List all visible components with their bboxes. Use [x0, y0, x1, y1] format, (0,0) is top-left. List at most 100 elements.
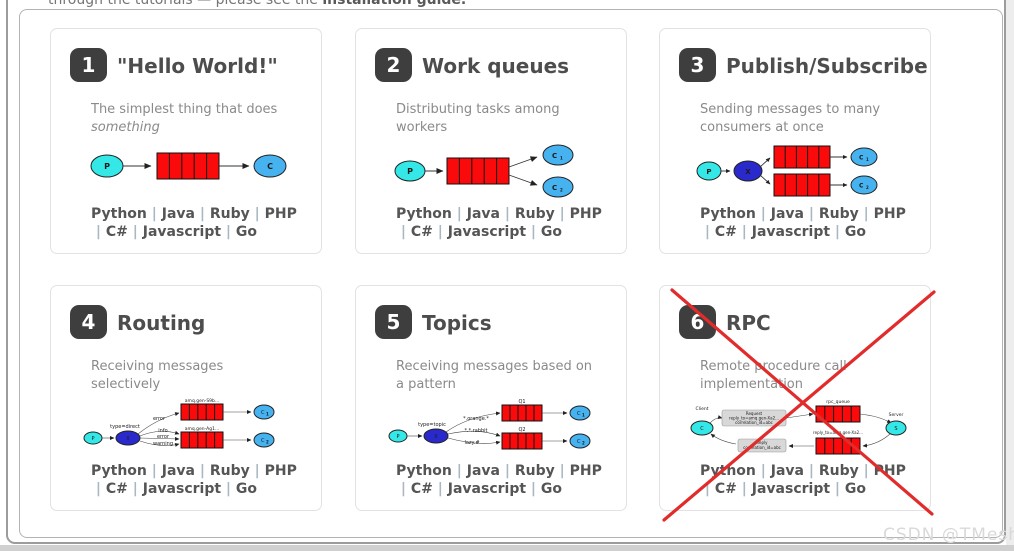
tutorial-number-badge: 5	[375, 305, 412, 339]
consumer-node	[569, 405, 591, 421]
consumer-node	[850, 175, 878, 195]
queue	[446, 157, 510, 185]
language-links: Python | Java | Ruby | PHP | C# | Javasc…	[91, 462, 303, 498]
pipe-separator: |	[700, 481, 715, 497]
lang-link-javascript[interactable]: Javascript	[142, 224, 222, 240]
lang-link-c[interactable]: C#	[410, 481, 433, 497]
lang-link-python[interactable]: Python	[396, 206, 452, 222]
arrow	[785, 412, 814, 419]
lang-link-c[interactable]: C#	[410, 224, 433, 240]
lang-link-c[interactable]: C#	[105, 224, 128, 240]
pipe-separator: |	[830, 224, 845, 240]
binding-key-label: info	[158, 428, 167, 434]
tutorial-number-badge: 1	[70, 48, 107, 82]
lang-link-java[interactable]: Java	[770, 206, 804, 222]
lang-link-php[interactable]: PHP	[264, 463, 297, 479]
pipe-separator: |	[554, 463, 570, 479]
consumer-node	[542, 176, 574, 198]
arrow	[508, 156, 538, 168]
lang-link-python[interactable]: Python	[91, 463, 147, 479]
lang-link-java[interactable]: Java	[161, 463, 195, 479]
binding-edge	[447, 437, 501, 445]
consumer-node	[850, 147, 878, 167]
lang-link-python[interactable]: Python	[700, 206, 756, 222]
lang-link-java[interactable]: Java	[770, 463, 804, 479]
pipe-separator: |	[830, 481, 845, 497]
lang-link-go[interactable]: Go	[844, 224, 867, 240]
lang-link-go[interactable]: Go	[844, 481, 867, 497]
lang-link-php[interactable]: PHP	[873, 206, 906, 222]
consumer-subscript: 1	[582, 413, 585, 418]
pipe-separator: |	[736, 481, 752, 497]
lang-link-c[interactable]: C#	[105, 481, 128, 497]
lang-link-ruby[interactable]: Ruby	[818, 206, 859, 222]
description-italic-text: something	[91, 120, 160, 135]
pipe-separator: |	[700, 224, 715, 240]
lang-link-java[interactable]: Java	[161, 206, 195, 222]
tutorial-title: Publish/Subscribe	[726, 54, 928, 78]
consumer-subscript: 2	[560, 188, 563, 193]
queue	[180, 403, 224, 421]
lang-link-ruby[interactable]: Ruby	[514, 206, 555, 222]
queue	[815, 405, 861, 423]
lang-link-go[interactable]: Go	[235, 481, 258, 497]
tutorial-title: "Hello World!"	[117, 54, 278, 78]
lang-link-ruby[interactable]: Ruby	[209, 463, 250, 479]
lang-link-javascript[interactable]: Javascript	[447, 481, 527, 497]
lang-link-php[interactable]: PHP	[264, 206, 297, 222]
consumer-subscript: 1	[560, 156, 563, 161]
installation-guide-link[interactable]: installation guide.	[322, 0, 467, 8]
consumer-label: C	[552, 152, 557, 160]
lang-link-go[interactable]: Go	[540, 481, 563, 497]
description-text: Distributing tasks among workers	[396, 102, 560, 135]
lang-link-python[interactable]: Python	[700, 463, 756, 479]
arrow	[710, 433, 737, 445]
consumer-node	[542, 144, 574, 166]
exchange-label: X	[434, 434, 438, 440]
lang-link-go[interactable]: Go	[540, 224, 563, 240]
lang-link-ruby[interactable]: Ruby	[818, 463, 859, 479]
pipe-separator: |	[858, 463, 874, 479]
lang-link-php[interactable]: PHP	[569, 206, 602, 222]
lang-link-python[interactable]: Python	[396, 463, 452, 479]
pipe-separator: |	[146, 463, 162, 479]
pipe-separator: |	[249, 206, 265, 222]
consumer-label: C	[261, 410, 265, 416]
client-node	[690, 420, 714, 436]
lang-link-ruby[interactable]: Ruby	[514, 463, 555, 479]
lang-link-ruby[interactable]: Ruby	[209, 206, 250, 222]
exchange-node	[423, 428, 449, 444]
lang-link-javascript[interactable]: Javascript	[751, 224, 831, 240]
lang-link-python[interactable]: Python	[91, 206, 147, 222]
arrow	[709, 415, 723, 424]
producer-label: P	[91, 436, 94, 442]
consumer-label: C	[261, 438, 265, 444]
lang-link-php[interactable]: PHP	[873, 463, 906, 479]
lang-link-java[interactable]: Java	[466, 463, 500, 479]
consumer-subscript: 1	[866, 157, 869, 162]
consumer-label: C	[859, 183, 864, 190]
reply-correlation-id: correlation_id=abc	[743, 445, 781, 450]
consumer-subscript: 1	[266, 412, 269, 417]
tutorial-description: Sending messages to many consumers at on…	[700, 101, 898, 137]
lang-link-go[interactable]: Go	[235, 224, 258, 240]
lang-link-c[interactable]: C#	[714, 224, 737, 240]
tutorial-card-publish-subscribe: 3 Publish/Subscribe Sending messages to …	[659, 28, 931, 254]
pipe-separator: |	[451, 463, 467, 479]
language-links: Python | Java | Ruby | PHP | C# | Javasc…	[396, 205, 608, 241]
consumer-node	[253, 154, 287, 178]
pipe-separator: |	[146, 206, 162, 222]
consumer-subscript: 2	[866, 185, 869, 190]
diagram-work-queues: P C 1 C 2	[394, 144, 574, 198]
lang-link-php[interactable]: PHP	[569, 463, 602, 479]
lang-link-java[interactable]: Java	[466, 206, 500, 222]
exchange-type-label: type=topic	[418, 422, 446, 428]
lang-link-c[interactable]: C#	[714, 481, 737, 497]
queue	[180, 431, 224, 449]
tutorial-number-badge: 2	[375, 48, 412, 82]
pipe-separator: |	[432, 224, 448, 240]
lang-link-javascript[interactable]: Javascript	[751, 481, 831, 497]
lang-link-javascript[interactable]: Javascript	[142, 481, 222, 497]
request-reply-to: reply_to=amq.gen-Xa2...	[729, 416, 779, 421]
lang-link-javascript[interactable]: Javascript	[447, 224, 527, 240]
